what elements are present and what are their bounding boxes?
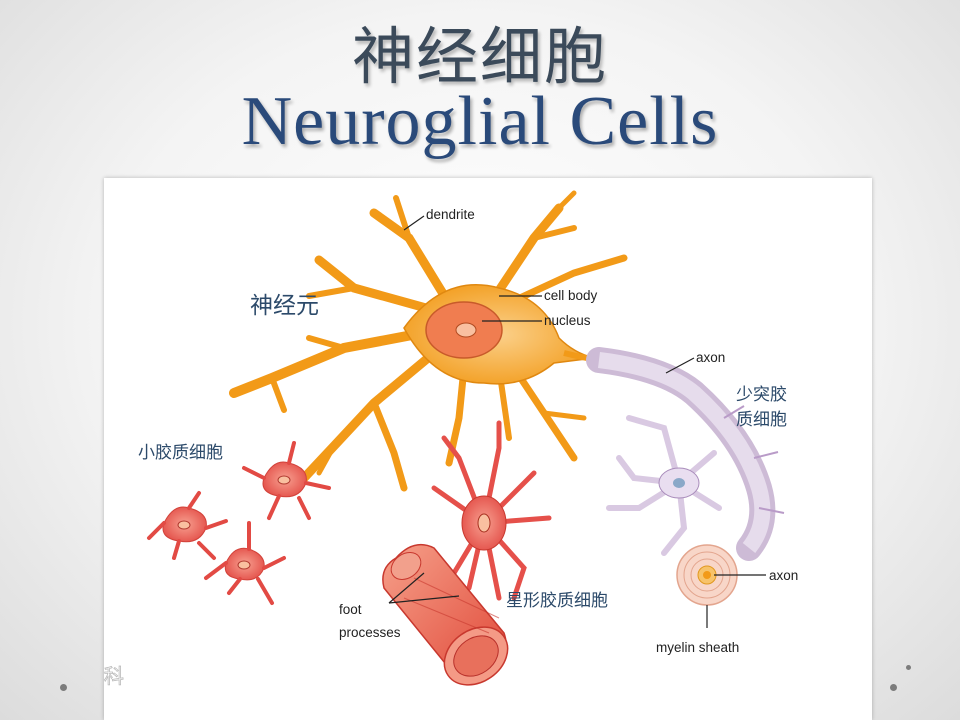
slide-dot-right-2: [906, 665, 911, 670]
microglia: [147, 441, 331, 605]
label-foot: foot: [339, 602, 362, 617]
page-title-chinese: 神经细胞: [351, 20, 608, 93]
label-astrocyte-cn: 星形胶质细胞: [506, 591, 608, 611]
label-microglia-cn: 小胶质细胞: [138, 443, 223, 463]
page-title-english: Neuroglial Cells: [241, 83, 719, 160]
oligodendrocyte: [606, 415, 722, 556]
label-axon-top: axon: [696, 350, 725, 365]
label-processes: processes: [339, 625, 401, 640]
baidu-watermark: Bai 百科: [104, 664, 124, 688]
slide-dot-left: [60, 684, 67, 691]
label-dendrite: dendrite: [426, 207, 475, 222]
label-oligodendrocyte-cn-1: 少突胶: [736, 385, 787, 405]
diagram-panel: dendrite cell body nucleus axon axon mye…: [104, 178, 872, 720]
label-neuron-cn: 神经元: [250, 293, 319, 319]
neuroglia-diagram: dendrite cell body nucleus axon axon mye…: [104, 190, 798, 688]
label-myelin-sheath: myelin sheath: [656, 640, 739, 655]
label-nucleus: nucleus: [544, 313, 591, 328]
leader-lines: [388, 215, 766, 628]
myelinated-axon: [586, 347, 785, 561]
label-oligodendrocyte-cn-2: 质细胞: [736, 410, 787, 430]
label-cell-body: cell body: [544, 288, 598, 303]
blood-vessel: [382, 543, 509, 686]
label-axon-bottom: axon: [769, 568, 798, 583]
slide-dot-right-1: [890, 684, 897, 691]
